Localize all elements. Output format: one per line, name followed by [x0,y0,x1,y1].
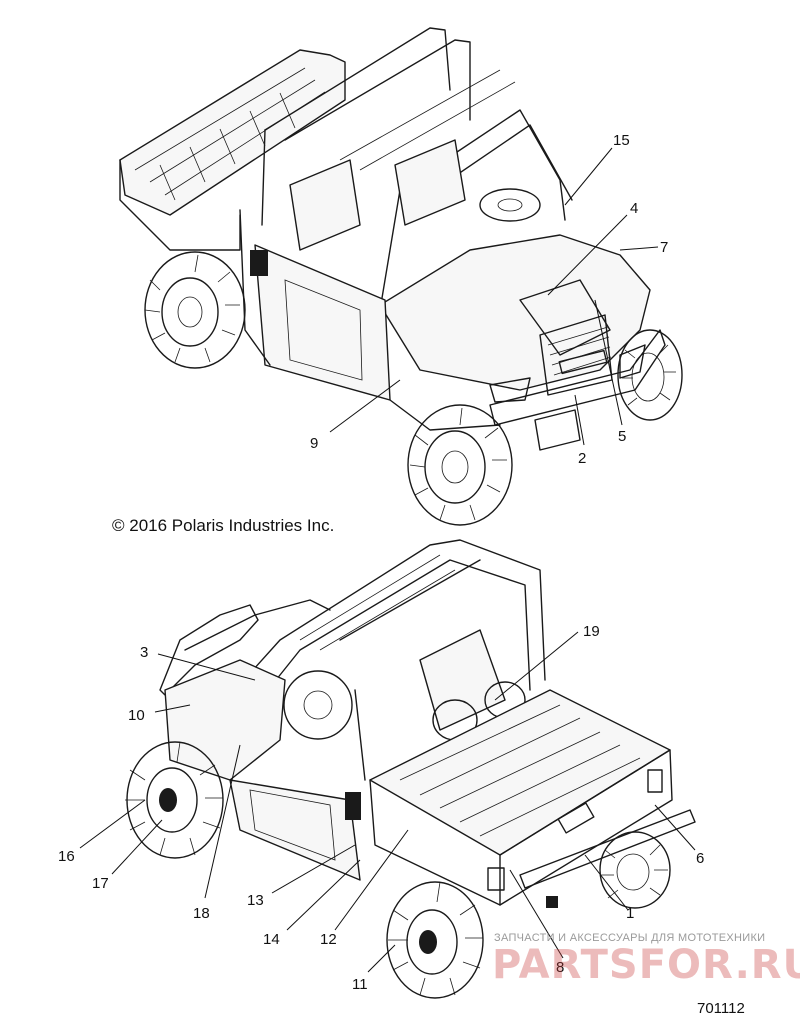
callout-2: 2 [578,450,586,467]
leader-1 [584,854,629,911]
callout-13: 13 [247,892,264,909]
leader-7 [619,246,659,251]
leader-16 [79,799,146,849]
leader-9 [329,379,401,433]
callout-16: 16 [58,848,75,865]
watermark-tagline: ЗАПЧАСТИ И АКСЕССУАРЫ ДЛЯ МОТОТЕХНИКИ [494,932,766,944]
leader-13 [271,844,356,894]
vehicle-bottom-view [125,539,696,999]
leader-11 [367,944,396,973]
leader-3 [157,653,256,681]
callout-6: 6 [696,850,704,867]
leader-12 [334,829,409,931]
leader-19 [494,631,579,701]
callout-4: 4 [630,200,638,217]
callout-1: 1 [626,905,634,922]
leader-6 [654,804,696,851]
diagram-code: 701112 [697,1000,745,1017]
leader-8 [509,869,564,959]
watermark-logo: PARTSFOR.RU [492,942,800,988]
callout-12: 12 [320,931,337,948]
callout-17: 17 [92,875,109,892]
wheel-rear-left-b [386,881,484,999]
leader-14 [286,859,361,931]
callout-numbers: 15 4 7 9 2 5 19 3 10 16 17 18 13 14 12 1… [58,132,704,993]
callout-18: 18 [193,905,210,922]
leader-10 [154,704,191,713]
leader-4 [547,214,628,296]
leaders-bottom [79,631,696,973]
callout-15: 15 [613,132,630,149]
leader-2 [574,394,585,446]
callout-5: 5 [618,428,626,445]
callout-3: 3 [140,644,148,661]
leader-18 [204,744,241,899]
wheel-front-right [617,329,683,421]
callout-19: 19 [583,623,600,640]
leader-15 [564,147,613,206]
wheel-front-left [407,404,513,526]
callout-11: 11 [352,976,368,993]
copyright-notice: © 2016 Polaris Industries Inc. [112,516,335,535]
wheel-rear-right-b [599,831,671,909]
callout-8: 8 [556,959,564,976]
leader-17 [111,819,163,875]
wheel-rear-left [144,251,246,369]
wheel-front-left-b [125,741,224,859]
callout-9: 9 [310,435,318,452]
callout-10: 10 [128,707,145,724]
vehicle-top-view [119,27,683,526]
leaders-top [329,147,659,446]
callout-14: 14 [263,931,280,948]
leader-5 [594,299,623,426]
callout-7: 7 [660,239,668,256]
